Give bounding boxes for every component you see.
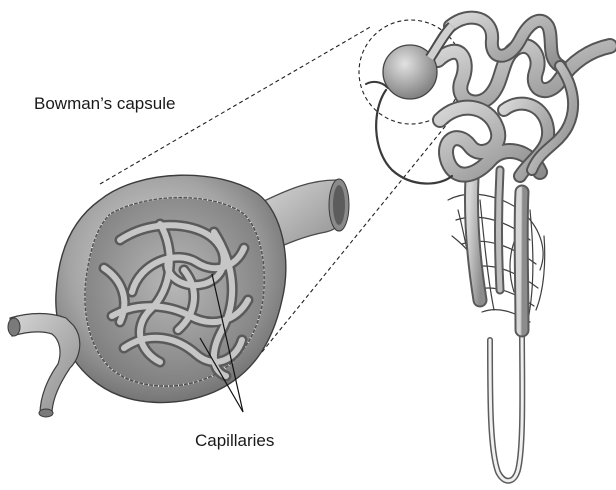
bowmans-capsule-cutaway-icon (8, 175, 349, 417)
capillaries-label: Capillaries (195, 431, 274, 451)
bowmans-capsule-label: Bowman’s capsule (34, 94, 175, 114)
